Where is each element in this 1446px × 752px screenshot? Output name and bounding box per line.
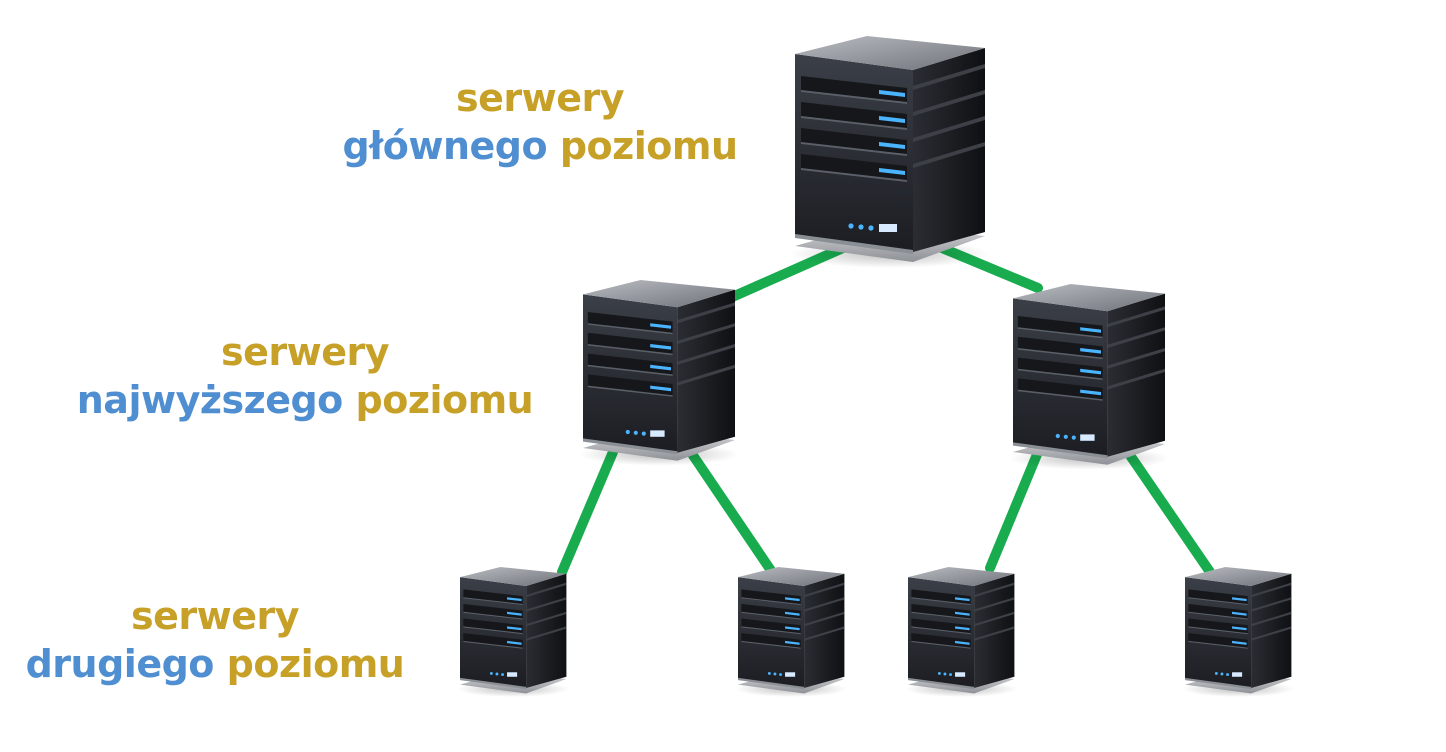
server-icon-top-left (579, 280, 739, 466)
link-topright-second-3 (985, 447, 1043, 573)
label-second-rest: poziomu (226, 642, 405, 686)
server-icon-second-2 (735, 567, 848, 697)
label-top-line2: najwyższego poziomu (40, 376, 570, 424)
server-icon-top-right (1009, 284, 1169, 470)
label-root-line1: serwery (455, 76, 625, 120)
link-topleft-second-2 (683, 443, 777, 577)
label-second-level: serwery drugiego poziomu (10, 592, 420, 688)
label-root-line2: głównego poziomu (330, 122, 750, 170)
server-icon-root (790, 36, 990, 268)
link-topright-second-4 (1120, 443, 1215, 577)
label-root-level: serwery głównego poziomu (330, 74, 750, 170)
link-topleft-second-1 (557, 447, 618, 577)
server-icon-second-3 (905, 567, 1018, 697)
label-top-line1: serwery (220, 330, 390, 374)
label-second-line2: drugiego poziomu (10, 640, 420, 688)
server-icon-second-1 (457, 567, 570, 697)
label-root-highlight: głównego (342, 124, 548, 168)
server-icon-second-4 (1182, 567, 1295, 697)
label-top-rest: poziomu (355, 378, 534, 422)
label-top-highlight: najwyższego (76, 378, 344, 422)
label-second-line1: serwery (130, 594, 300, 638)
label-second-highlight: drugiego (25, 642, 215, 686)
label-root-rest: poziomu (559, 124, 738, 168)
label-top-level: serwery najwyższego poziomu (40, 328, 570, 424)
